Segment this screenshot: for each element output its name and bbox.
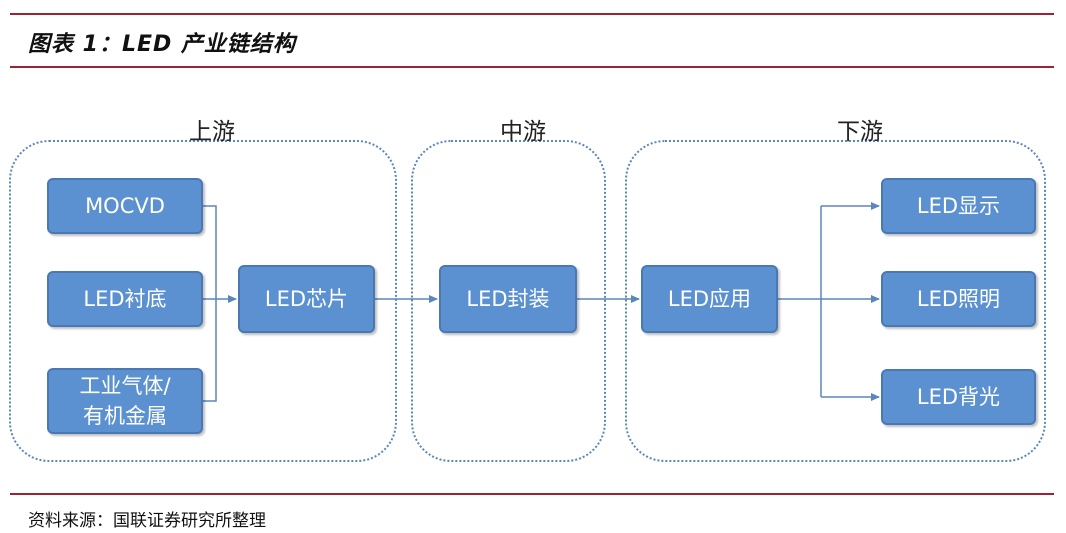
node-led-substrate: LED衬底 — [47, 271, 203, 327]
node-led-display: LED显示 — [881, 178, 1036, 234]
downstream-group — [625, 140, 1046, 462]
title-rule — [10, 66, 1054, 68]
upstream-label: 上游 — [189, 119, 235, 145]
top-rule — [10, 13, 1054, 15]
source-note: 资料来源：国联证券研究所整理 — [28, 511, 266, 531]
downstream-label: 下游 — [837, 119, 883, 145]
node-led-chip: LED芯片 — [238, 265, 375, 333]
node-mocvd: MOCVD — [47, 178, 203, 234]
node-led-lighting: LED照明 — [881, 271, 1036, 327]
connector-gas — [203, 299, 217, 402]
node-gas-organometal: 工业气体/ 有机金属 — [47, 368, 203, 434]
node-led-backlight: LED背光 — [881, 369, 1036, 425]
upstream-group — [9, 140, 397, 462]
midstream-group — [411, 140, 606, 462]
connector-mocvd — [203, 205, 217, 299]
midstream-label: 中游 — [500, 119, 546, 145]
node-gas-line2: 有机金属 — [83, 404, 167, 428]
node-gas-line1: 工业气体/ — [79, 374, 171, 398]
footer-rule — [10, 493, 1054, 495]
figure-title: 图表 1：LED 产业链结构 — [28, 32, 296, 57]
node-led-package: LED封装 — [439, 265, 577, 333]
node-led-application: LED应用 — [641, 265, 778, 333]
